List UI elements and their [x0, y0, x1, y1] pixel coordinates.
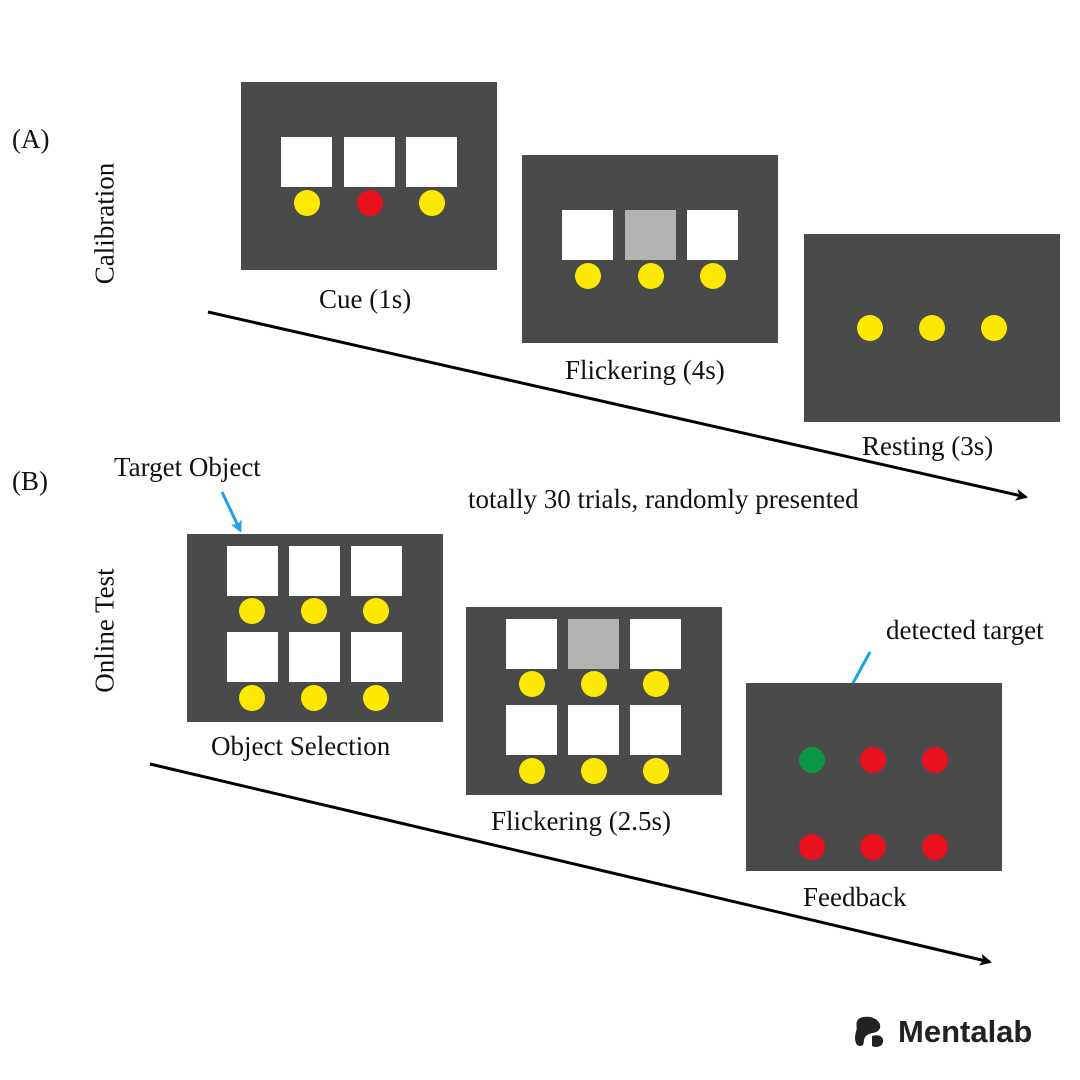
online-flicker-box-1 [506, 619, 557, 669]
mentalab-logo-icon [855, 1016, 884, 1047]
trials-note: totally 30 trials, randomly presented [468, 484, 859, 514]
online-flicker-dot-1 [519, 671, 545, 697]
online-flicker-dot-6 [643, 758, 669, 784]
selection-box-4 [227, 632, 278, 682]
object-selection-caption: Object Selection [211, 731, 391, 761]
online-flicker-dot-5 [581, 758, 607, 784]
section-b-label: (B) [12, 466, 48, 496]
selection-dot-1 [239, 598, 265, 624]
selection-dot-5 [301, 685, 327, 711]
online-flicker-screen [466, 607, 722, 795]
target-object-annotation: Target Object [114, 452, 261, 482]
feedback-dot-6 [922, 834, 948, 860]
selection-box-6 [351, 632, 402, 682]
selection-dot-4 [239, 685, 265, 711]
calibration-timeline-arrow [207, 310, 1028, 501]
selection-dot-3 [363, 598, 389, 624]
selection-box-2 [289, 546, 340, 596]
cue-screen [241, 82, 497, 270]
cue-dot-2-cued [357, 190, 383, 216]
calibration-flicker-screen [522, 155, 778, 343]
resting-screen [804, 234, 1060, 422]
online-flicker-box-4 [506, 705, 557, 755]
selection-box-5 [289, 632, 340, 682]
feedback-screen [746, 683, 1002, 871]
resting-caption: Resting (3s) [862, 431, 994, 461]
resting-dot-2 [919, 315, 945, 341]
calibration-flicker-caption: Flickering (4s) [565, 355, 725, 385]
brand-mark: Mentalab [852, 1012, 1032, 1052]
cue-dot-3 [419, 190, 445, 216]
resting-dot-1 [857, 315, 883, 341]
online-flicker-caption: Flickering (2.5s) [491, 806, 671, 836]
feedback-dot-3 [922, 747, 948, 773]
selection-dot-2 [301, 598, 327, 624]
calibration-flicker-dot-1 [575, 263, 601, 289]
calibration-flicker-box-2-flickering [625, 210, 676, 260]
online-test-timeline-arrow [149, 762, 992, 966]
calibration-flicker-box-3 [687, 210, 738, 260]
feedback-dot-5 [860, 834, 886, 860]
resting-dot-3 [981, 315, 1007, 341]
cue-caption: Cue (1s) [319, 284, 412, 314]
calibration-flicker-dot-2 [638, 263, 664, 289]
target-object-pointer-arrow [220, 491, 242, 533]
online-flicker-box-2-flickering [568, 619, 619, 669]
detected-target-annotation: detected target [886, 615, 1044, 645]
online-flicker-dot-4 [519, 758, 545, 784]
online-flicker-box-5 [568, 705, 619, 755]
online-flicker-dot-3 [643, 671, 669, 697]
online-flicker-dot-2 [581, 671, 607, 697]
selection-dot-6 [363, 685, 389, 711]
calibration-flicker-box-1 [562, 210, 613, 260]
feedback-dot-1-detected [799, 747, 825, 773]
section-a-label: (A) [12, 124, 50, 154]
cue-dot-1 [294, 190, 320, 216]
selection-box-1 [227, 546, 278, 596]
feedback-caption: Feedback [803, 882, 907, 912]
calibration-flicker-dot-3 [700, 263, 726, 289]
cue-box-2 [344, 137, 395, 187]
feedback-dot-2 [860, 747, 886, 773]
online-flicker-box-3 [630, 619, 681, 669]
object-selection-screen [187, 534, 443, 722]
selection-box-3 [351, 546, 402, 596]
cue-box-1 [281, 137, 332, 187]
feedback-dot-4 [799, 834, 825, 860]
online-flicker-box-6 [630, 705, 681, 755]
cue-box-3 [406, 137, 457, 187]
brand-name: Mentalab [898, 1014, 1033, 1049]
